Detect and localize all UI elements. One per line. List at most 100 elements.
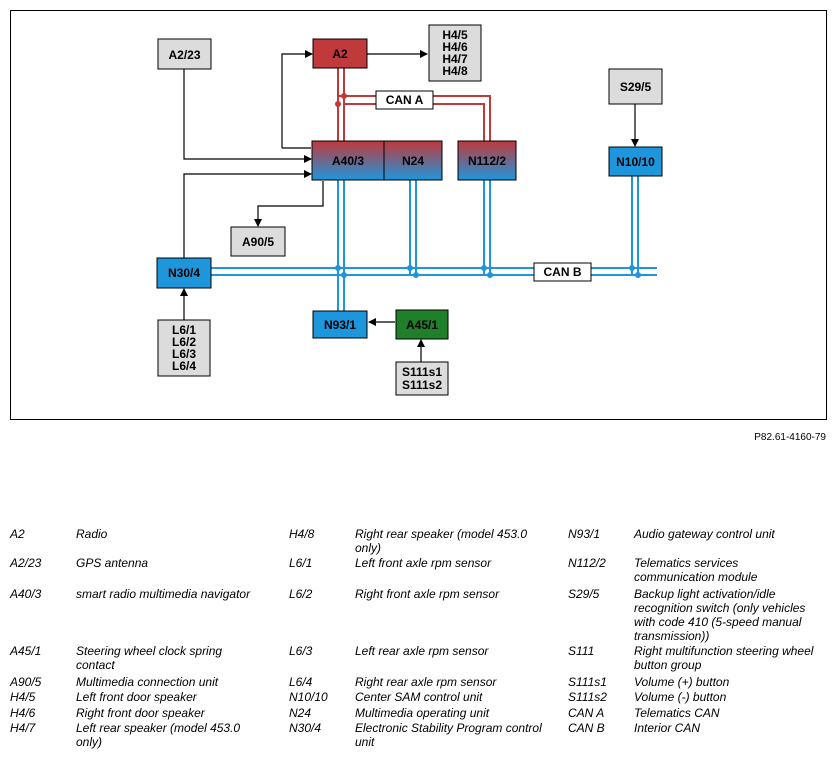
svg-text:L6/4: L6/4	[172, 359, 196, 373]
svg-text:L6/1: L6/1	[172, 323, 196, 337]
box-a2-23: A2/23	[157, 38, 212, 70]
arrow-n30-4-to-a40-3	[183, 170, 312, 258]
legend-description: Multimedia connection unit	[76, 675, 219, 689]
svg-text:N24: N24	[402, 154, 424, 168]
legend-description: Backup light activation/idle recognition…	[634, 587, 806, 643]
legend-description: Volume (-) button	[634, 690, 727, 704]
legend-code: N30/4	[289, 721, 322, 735]
svg-text:CAN B: CAN B	[544, 265, 582, 279]
legend-code: N93/1	[568, 527, 601, 541]
arrow-a40-3-to-a90-5	[254, 181, 324, 227]
box-s111: S111s1 S111s2	[395, 361, 449, 396]
legend-description: Volume (+) button	[634, 675, 730, 689]
svg-text:N93/1: N93/1	[324, 318, 356, 332]
box-s29-5: S29/5	[608, 68, 663, 105]
legend-code: H4/8	[289, 527, 315, 541]
legend-description: Steering wheel clock spring contact	[76, 644, 223, 672]
legend-description: smart radio multimedia navigator	[76, 587, 251, 601]
legend-code: H4/6	[10, 706, 36, 720]
box-n24: N24	[383, 140, 443, 181]
legend-code: A2	[10, 527, 25, 541]
svg-text:A90/5: A90/5	[242, 235, 274, 249]
legend-description: Radio	[76, 527, 108, 541]
arrow-a2-23-to-a40-3	[183, 69, 312, 163]
box-n112-2: N112/2	[457, 140, 517, 181]
legend-code: S111s1	[568, 675, 607, 689]
legend-code: N10/10	[289, 690, 328, 704]
box-l6: L6/1 L6/2 L6/3 L6/4	[157, 319, 211, 377]
svg-text:H4/7: H4/7	[442, 52, 468, 66]
svg-text:A45/1: A45/1	[406, 318, 438, 332]
legend-description: Right front door speaker	[76, 706, 205, 720]
box-n10-10: N10/10	[608, 146, 663, 177]
legend-description: Left front axle rpm sensor	[355, 556, 492, 570]
legend-code: A45/1	[10, 644, 42, 658]
svg-text:A2/23: A2/23	[168, 48, 200, 62]
can-b-bus	[211, 176, 657, 311]
legend-description: Left front door speaker	[76, 690, 197, 704]
legend-code: CAN A	[568, 706, 605, 720]
box-a40-3: A40/3	[311, 140, 385, 181]
can-a-junction	[341, 93, 347, 99]
legend-code: H4/7	[10, 721, 36, 735]
legend-code: L6/4	[289, 675, 313, 689]
legend-description: Telematics services communication module	[634, 556, 758, 584]
svg-text:A40/3: A40/3	[332, 154, 364, 168]
box-n93-1: N93/1	[312, 310, 368, 339]
can-a-label: CAN A	[375, 90, 434, 110]
wiring-diagram: A2/23 A2 H4/5 H4/6 H4/7 H4/8 S29/5 A40/3…	[10, 10, 827, 420]
svg-text:S111s2: S111s2	[402, 378, 442, 392]
legend-description: Interior CAN	[634, 721, 701, 735]
legend-code: L6/3	[289, 644, 313, 658]
svg-text:N112/2: N112/2	[468, 154, 506, 168]
svg-text:S29/5: S29/5	[620, 80, 652, 94]
figure-reference: P82.61-4160-79	[754, 432, 826, 443]
legend-description: Right rear speaker (model 453.0 only)	[355, 527, 528, 555]
legend-description: Left rear speaker (model 453.0 only)	[76, 721, 241, 749]
box-a90-5: A90/5	[230, 226, 286, 257]
legend-code: A40/3	[10, 587, 42, 601]
legend-description: Right rear axle rpm sensor	[355, 675, 497, 689]
svg-text:N30/4: N30/4	[168, 266, 200, 280]
can-b-junctions	[335, 265, 641, 278]
legend-code: L6/2	[289, 587, 313, 601]
svg-text:H4/5: H4/5	[442, 28, 468, 42]
legend-code: S111	[568, 644, 595, 658]
legend-description: Left rear axle rpm sensor	[355, 644, 489, 658]
box-a2: A2	[312, 38, 368, 69]
svg-text:H4/8: H4/8	[442, 64, 468, 78]
svg-text:N10/10: N10/10	[616, 155, 655, 169]
legend-description: GPS antenna	[76, 556, 149, 570]
legend-code: S29/5	[568, 587, 600, 601]
legend-description: Telematics CAN	[634, 706, 720, 720]
diagram-frame	[10, 10, 827, 420]
can-a-junction	[335, 101, 341, 107]
signal-lines	[180, 50, 639, 362]
legend-code: H4/5	[10, 690, 36, 704]
legend-description: Center SAM control unit	[355, 690, 483, 704]
arrow-a40-3-to-a2	[281, 50, 313, 148]
legend-description: Electronic Stability Program control uni…	[355, 721, 542, 749]
legend-code: A90/5	[10, 675, 42, 689]
box-a45-1: A45/1	[395, 309, 449, 340]
legend-code: CAN B	[568, 721, 605, 735]
legend-code: N24	[289, 706, 312, 720]
svg-text:L6/2: L6/2	[172, 335, 196, 349]
legend-description: Multimedia operating unit	[355, 706, 490, 720]
svg-text:S111s1: S111s1	[402, 365, 442, 379]
can-b-label: CAN B	[533, 262, 592, 282]
legend-description: Right front axle rpm sensor	[355, 587, 500, 601]
box-n30-4: N30/4	[156, 257, 212, 289]
legend-code: N112/2	[568, 556, 606, 570]
svg-text:L6/3: L6/3	[172, 347, 196, 361]
box-h4: H4/5 H4/6 H4/7 H4/8	[428, 24, 482, 82]
svg-text:A2: A2	[332, 47, 348, 61]
legend-description: Audio gateway control unit	[634, 527, 775, 541]
legend-code: A2/23	[10, 556, 42, 570]
svg-text:CAN A: CAN A	[386, 93, 424, 107]
legend-description: Right multifunction steering wheel butto…	[634, 644, 814, 672]
legend-code: L6/1	[289, 556, 313, 570]
svg-text:H4/6: H4/6	[442, 40, 468, 54]
legend-code: S111s2	[568, 690, 607, 704]
